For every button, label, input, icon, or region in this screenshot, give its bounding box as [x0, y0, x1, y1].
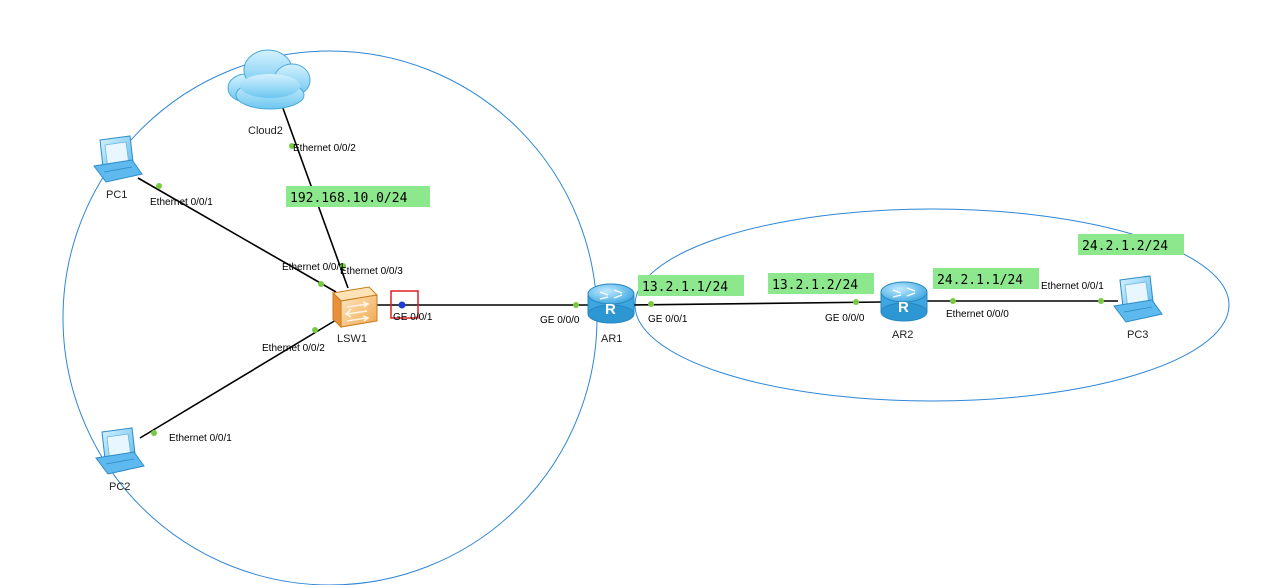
ip-label-ar2-eth: 24.2.1.1/24 [937, 273, 1023, 288]
port-label-pc2-eth001: Ethernet 0/0/1 [169, 433, 232, 444]
port-dot-pc3 [1098, 298, 1104, 304]
pc-icon[interactable] [95, 427, 145, 475]
port-dot-ar2-ge000 [853, 299, 859, 305]
network-label-lan: 192.168.10.0/24 [290, 191, 408, 206]
cloud-icon[interactable] [227, 49, 311, 110]
pc-icon[interactable] [93, 135, 143, 183]
device-label-ar2: AR2 [892, 329, 913, 341]
net-label-bg [638, 275, 744, 296]
port-label-ar2-eth000: Ethernet 0/0/0 [946, 309, 1009, 320]
port-label-ar1-ge001: GE 0/0/1 [648, 314, 688, 325]
selected-port-dot [398, 301, 406, 309]
device-label-pc2: PC2 [109, 481, 130, 493]
port-label-pc1-eth001: Ethernet 0/0/1 [150, 197, 213, 208]
svg-text:R: R [898, 299, 909, 316]
port-dot-cloud2 [289, 143, 295, 149]
device-label-ar1: AR1 [601, 333, 622, 345]
port-label-pc3-eth001: Ethernet 0/0/1 [1041, 281, 1104, 292]
port-dot-pc1 [156, 183, 162, 189]
ip-label-pc3: 24.2.1.2/24 [1082, 239, 1168, 254]
port-label-ar2-ge000: GE 0/0/0 [825, 313, 865, 324]
device-label-pc3: PC3 [1127, 329, 1148, 341]
net-label-bg [768, 273, 874, 294]
link-ar1-ar2[interactable] [631, 301, 883, 306]
ip-label-ar1: 13.2.1.1/24 [642, 280, 728, 295]
net-label-bg [286, 186, 430, 207]
port-label-lsw1-eth002: Ethernet 0/0/2 [262, 343, 325, 354]
ip-label-ar2: 13.2.1.2/24 [772, 278, 858, 293]
device-label-lsw1: LSW1 [337, 333, 367, 345]
port-dot-lsw1-eth002 [312, 327, 318, 333]
port-dots [151, 143, 1104, 436]
port-dot-pc2 [151, 430, 157, 436]
net-label-bg [1078, 234, 1184, 255]
net-label-bg [933, 268, 1039, 289]
port-label-lsw1-eth001: Ethernet 0/0/1 [282, 262, 345, 273]
device-label-pc1: PC1 [106, 189, 127, 201]
port-label-lsw1-ge001: GE 0/0/1 [393, 312, 433, 323]
port-label-ar1-ge000: GE 0/0/0 [540, 315, 580, 326]
port-label-lsw1-eth003: Ethernet 0/0/3 [340, 266, 403, 277]
link-pc2-lsw1[interactable] [139, 319, 337, 439]
area-ellipse-lan [62, 50, 598, 585]
svg-text:R: R [605, 301, 616, 318]
router-icon[interactable]: R [587, 283, 635, 324]
port-dot-lsw1-eth001 [318, 281, 324, 287]
port-dot-lsw1-eth003 [340, 263, 346, 269]
router-icon[interactable]: R [880, 281, 928, 322]
switch-icon[interactable] [331, 286, 379, 329]
port-label-cloud2-eth002: Ethernet 0/0/2 [293, 143, 356, 154]
port-dot-ar2-eth000 [950, 298, 956, 304]
link-pc1-lsw1[interactable] [137, 177, 337, 293]
port-dot-ar1-ge001 [648, 301, 654, 307]
device-label-cloud2: Cloud2 [248, 125, 283, 137]
selected-port-box[interactable] [390, 290, 419, 319]
port-dot-ar1-ge000 [573, 302, 579, 308]
pc-icon[interactable] [1113, 275, 1163, 323]
